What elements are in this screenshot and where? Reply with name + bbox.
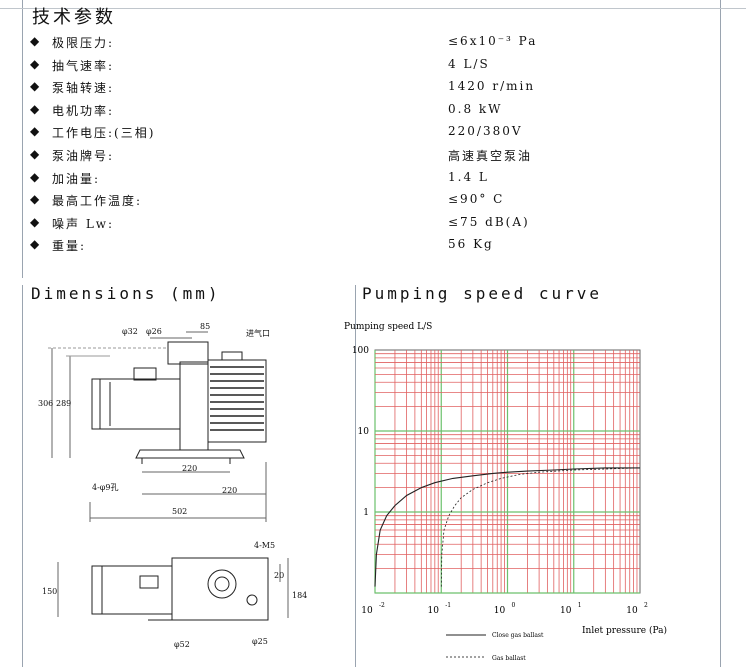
diamond-bullet-icon: ◆	[30, 34, 40, 48]
spec-label: 最高工作温度:	[52, 194, 143, 209]
x-tick-exponent: -1	[445, 602, 451, 609]
dim-holes: 4-φ9孔	[92, 483, 118, 492]
diamond-bullet-icon: ◆	[30, 237, 40, 252]
spec-label: 抽气速率:	[52, 58, 115, 73]
spec-row: ◆ 重量: 56 Kg	[30, 237, 550, 257]
top-rule	[0, 8, 746, 9]
chart-xlabel: Inlet pressure (Pa)	[582, 625, 667, 636]
dim-d32: φ32	[122, 327, 138, 336]
spec-row: ◆ 泵油牌号: 高速真空泵油	[30, 147, 550, 167]
spec-row: ◆ 噪声 Lw: ≤75 dB(A)	[30, 215, 550, 235]
dim-220b: 220	[222, 486, 237, 495]
pumping-speed-chart: Pumping speed L/S 10010110-210-110010110…	[344, 322, 667, 662]
spec-label: 噪声 Lw:	[52, 216, 115, 231]
dim-306: 306	[38, 399, 53, 408]
y-tick-label: 1	[363, 508, 369, 518]
dim-220a: 220	[182, 464, 197, 473]
diamond-bullet-icon: ◆	[30, 147, 40, 161]
frame-left-line-lower	[22, 285, 23, 667]
x-tick-base: 10	[560, 606, 572, 616]
dim-m5: 4-M5	[254, 541, 275, 550]
spec-label: 电机功率:	[52, 103, 115, 118]
x-tick-base: 10	[626, 606, 638, 616]
spec-label: 加油量:	[52, 171, 101, 186]
spec-row: ◆ 电机功率: 0.8 kW	[30, 102, 550, 122]
y-tick-label: 10	[358, 427, 370, 437]
pump-top	[171, 557, 269, 621]
spec-row: ◆ 最高工作温度: ≤90° C	[30, 192, 550, 212]
legend-gas-ballast: Gas ballast	[492, 655, 526, 662]
dimensions-title: Dimensions (mm)	[31, 284, 221, 303]
spec-value: ≤75 dB(A)	[448, 214, 530, 229]
diamond-bullet-icon: ◆	[30, 101, 40, 116]
dimension-drawing: φ32 φ26 85 进气口 306 289 220 4-φ9孔 220 502…	[38, 322, 307, 649]
dim-20: 20	[274, 571, 284, 580]
frame-left-line	[22, 0, 23, 278]
terminal-box	[133, 367, 157, 381]
series-line-gas-ballast	[440, 467, 641, 587]
spec-value: 4 L/S	[448, 56, 490, 71]
spec-value: 1420 r/min	[448, 79, 536, 94]
x-tick-exponent: 1	[578, 602, 582, 609]
dim-289: 289	[56, 399, 71, 408]
spec-value: 高速真空泵油	[448, 149, 533, 163]
spec-row: ◆ 工作电压:(三相) 220/380V	[30, 124, 550, 144]
dim-150: 150	[42, 587, 57, 596]
spec-label: 泵油牌号:	[52, 149, 115, 163]
spec-row: ◆ 泵轴转速: 1420 r/min	[30, 79, 550, 99]
dim-d25: φ25	[252, 637, 268, 646]
frame-middle-line	[355, 285, 356, 667]
dim-85: 85	[200, 322, 210, 331]
dim-184: 184	[292, 591, 307, 600]
spec-row: ◆ 加油量: 1.4 L	[30, 170, 550, 190]
chart-title: Pumping speed curve	[362, 284, 603, 303]
x-tick-exponent: 0	[512, 602, 516, 609]
spec-label: 重量:	[52, 239, 87, 254]
spec-row: ◆ 抽气速率: 4 L/S	[30, 57, 550, 77]
page-title: 技术参数	[32, 7, 116, 28]
motor-body	[91, 378, 181, 430]
spec-value: 56 Kg	[448, 237, 494, 252]
spec-value: 0.8 kW	[448, 101, 503, 116]
spec-label: 极限压力:	[52, 36, 115, 50]
diamond-bullet-icon: ◆	[30, 79, 40, 94]
spec-value: 1.4 L	[448, 169, 489, 184]
diamond-bullet-icon: ◆	[30, 192, 40, 207]
frame-right-line	[720, 0, 721, 667]
y-tick-label: 100	[352, 346, 369, 356]
spec-value: 220/380V	[448, 124, 523, 139]
diamond-bullet-icon: ◆	[30, 124, 40, 139]
x-tick-exponent: -2	[379, 602, 385, 609]
spec-value: ≤6x10⁻³ Pa	[448, 34, 538, 48]
spec-value: ≤90° C	[448, 192, 505, 207]
dim-502: 502	[172, 507, 187, 516]
x-tick-exponent: 2	[644, 602, 648, 609]
dim-inlet: 进气口	[246, 328, 270, 338]
x-tick-base: 10	[428, 606, 440, 616]
flange-circle	[207, 569, 237, 599]
dim-d26: φ26	[146, 327, 162, 336]
x-tick-base: 10	[361, 606, 373, 616]
series-line-close-gas-ballast	[374, 467, 640, 587]
motor-top	[91, 565, 173, 615]
diamond-bullet-icon: ◆	[30, 214, 40, 229]
chart-ylabel: Pumping speed L/S	[344, 322, 432, 332]
diamond-bullet-icon: ◆	[30, 56, 40, 71]
dim-d52: φ52	[174, 640, 190, 649]
diamond-bullet-icon: ◆	[30, 169, 40, 184]
spec-row: ◆ 极限压力: ≤6x10⁻³ Pa	[30, 34, 550, 54]
legend-close-gas-ballast: Close gas ballast	[492, 632, 544, 639]
x-tick-base: 10	[494, 606, 506, 616]
spec-label: 泵轴转速:	[52, 81, 115, 96]
spec-label: 工作电压:(三相)	[52, 126, 156, 141]
